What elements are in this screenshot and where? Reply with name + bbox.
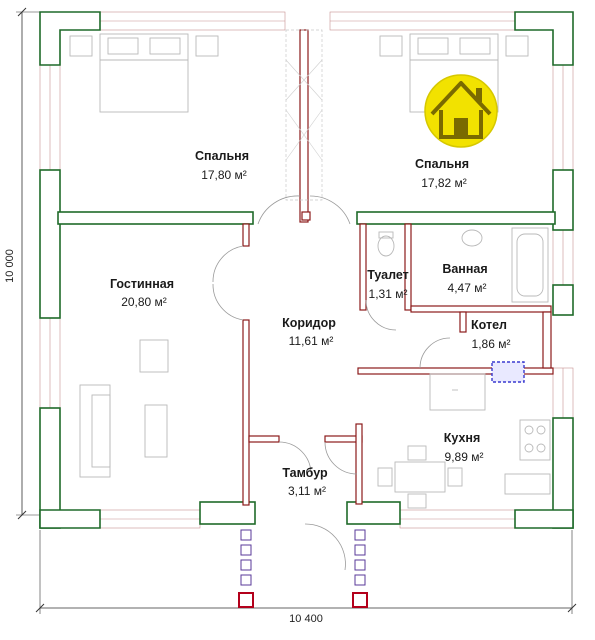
room-name: Котел [471,318,507,332]
outer-walls [39,11,574,529]
room-label-bedroom-left: Спальня 17,80 м² [195,149,249,182]
room-label-boiler: Котел 1,86 м² [471,318,510,351]
porch-left [238,529,254,608]
room-label-kitchen: Кухня 9,89 м² [444,431,484,464]
doors [212,195,451,571]
room-label-bathroom: Ванная 4,47 м² [442,262,487,295]
room-area: 9,89 м² [445,450,484,464]
dimension-lines [16,7,577,614]
room-name: Коридор [282,316,336,330]
room-name: Тамбур [282,466,328,480]
height-dimension-label: 10 000 [4,249,16,283]
room-area: 4,47 м² [448,281,487,295]
room-label-corridor: Коридор 11,61 м² [282,316,336,348]
width-dimension-label: 10 400 [289,613,323,625]
furniture [69,33,551,509]
inner-walls [242,29,554,506]
room-name: Спальня [415,157,469,171]
room-area: 11,61 м² [289,334,334,348]
room-name: Спальня [195,149,249,163]
boiler-unit [491,361,525,383]
room-area: 1,31 м² [369,287,408,301]
room-area: 1,86 м² [472,337,511,351]
room-label-living: Гостинная 20,80 м² [110,277,174,309]
room-name: Ванная [442,262,487,276]
room-name: Гостинная [110,277,174,291]
room-name: Туалет [367,268,409,282]
house-logo-icon [424,74,498,148]
room-label-bedroom-right: Спальня 17,82 м² [415,157,469,190]
porch-right [352,529,368,608]
room-area: 17,80 м² [201,168,247,182]
room-area: 3,11 м² [288,484,326,498]
room-area: 20,80 м² [121,295,167,309]
room-label-toilet: Туалет 1,31 м² [367,268,409,301]
room-name: Кухня [444,431,481,445]
corridor-ceiling-marks [285,29,323,201]
room-area: 17,82 м² [421,176,467,190]
room-label-vestibule: Тамбур 3,11 м² [282,466,328,498]
